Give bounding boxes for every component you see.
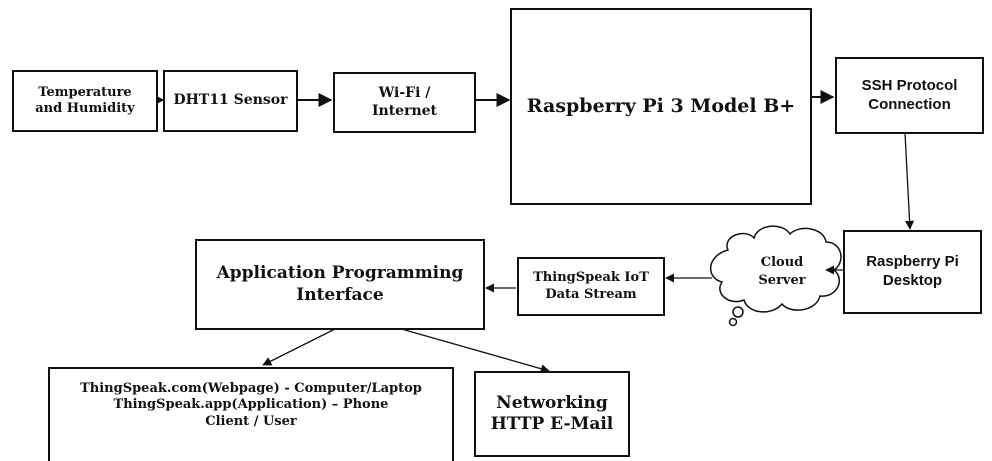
temperature-humidity-box: Temperature and Humidity xyxy=(12,70,158,132)
cloud-server-shape xyxy=(710,225,842,327)
temperature-humidity-label-2: and Humidity xyxy=(35,101,135,116)
desktop-label-2: Desktop xyxy=(882,272,943,289)
networking-label-2: HTTP E-Mail xyxy=(490,414,614,434)
arrow-api-to-clients xyxy=(262,328,336,366)
temperature-humidity-label-1: Temperature xyxy=(38,84,132,100)
arrow-ssh-to-desktop xyxy=(904,132,915,230)
ssh-label-2: Connection xyxy=(868,95,951,113)
clients-label-2: ThingSpeak.app(Application) – Phone xyxy=(113,397,389,413)
arrow-api-to-networking xyxy=(397,327,550,374)
wifi-label-2: Internet xyxy=(371,102,438,119)
dht11-sensor-box: DHT11 Sensor xyxy=(163,70,298,132)
cloud-label-2: Server xyxy=(758,272,806,288)
networking-label-1: Networking xyxy=(496,392,608,413)
api-label-1: Application Programming xyxy=(216,263,464,284)
dht11-sensor-label: DHT11 Sensor xyxy=(173,92,288,109)
api-box: Application Programming Interface xyxy=(195,239,485,330)
wifi-label-1: Wi-Fi / xyxy=(378,85,431,101)
cloud-server-label: Cloud Server xyxy=(742,254,822,289)
cloud-label-1: Cloud xyxy=(760,255,804,270)
raspberry-pi-box: Raspberry Pi 3 Model B+ xyxy=(510,8,812,205)
desktop-label-1: Raspberry Pi xyxy=(866,253,959,271)
api-label-2: Interface xyxy=(296,284,384,305)
networking-box: Networking HTTP E-Mail xyxy=(474,371,630,457)
wifi-internet-box: Wi-Fi / Internet xyxy=(333,72,476,133)
clients-label-1: ThingSpeak.com(Webpage) - Computer/Lapto… xyxy=(80,381,422,396)
clients-box: ThingSpeak.com(Webpage) - Computer/Lapto… xyxy=(48,367,454,461)
ssh-label-1: SSH Protocol xyxy=(861,76,958,94)
thingspeak-label-1: ThingSpeak IoT xyxy=(533,270,649,286)
ssh-connection-box: SSH Protocol Connection xyxy=(835,57,984,134)
raspberry-pi-desktop-box: Raspberry Pi Desktop xyxy=(843,230,982,314)
thingspeak-label-2: Data Stream xyxy=(545,286,637,302)
clients-label-3: Client / User xyxy=(205,413,297,429)
thingspeak-stream-box: ThingSpeak IoT Data Stream xyxy=(517,257,665,316)
raspberry-pi-label: Raspberry Pi 3 Model B+ xyxy=(526,94,796,117)
